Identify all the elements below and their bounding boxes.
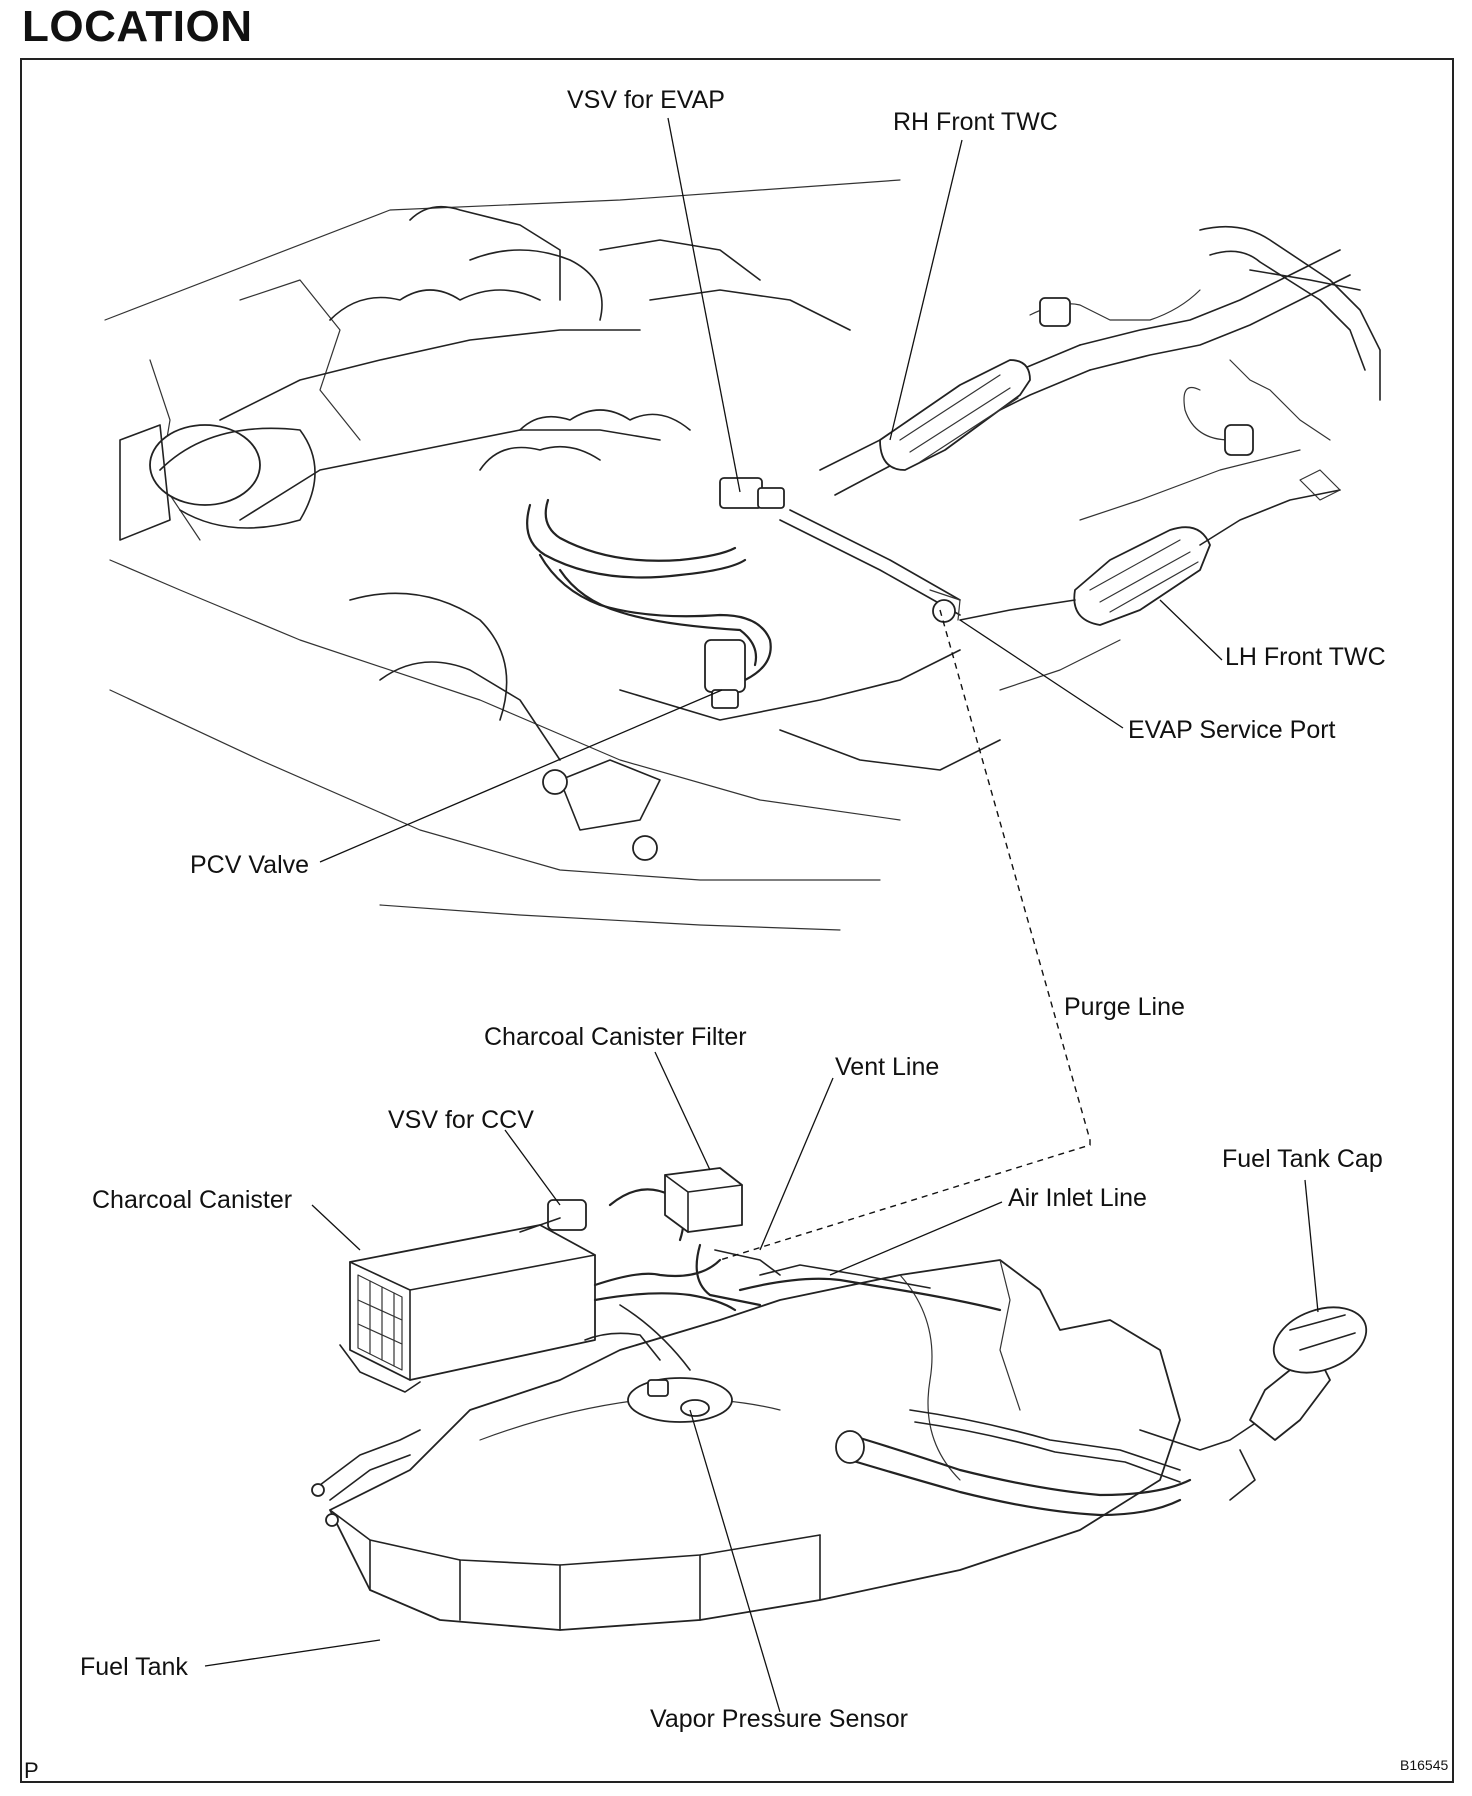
label-purge-line: Purge Line <box>1064 993 1185 1021</box>
page-title: LOCATION <box>22 2 253 51</box>
label-charcoal-canister: Charcoal Canister <box>92 1186 292 1214</box>
label-lh-front-twc: LH Front TWC <box>1225 643 1386 671</box>
label-charcoal-canister-filter: Charcoal Canister Filter <box>484 1023 747 1051</box>
callout-labels: VSV for EVAP RH Front TWC LH Front TWC E… <box>24 86 1448 1783</box>
fuel-system-drawing <box>311 1167 1368 1631</box>
figure-code: B16545 <box>1400 1757 1448 1773</box>
leader-lines <box>204 117 1319 1713</box>
label-vsv-evap: VSV for EVAP <box>567 86 725 114</box>
label-fuel-tank-cap: Fuel Tank Cap <box>1222 1145 1383 1173</box>
label-rh-front-twc: RH Front TWC <box>893 108 1058 136</box>
engine-bay-drawing <box>104 179 1381 931</box>
corner-mark: P <box>24 1758 39 1783</box>
label-fuel-tank: Fuel Tank <box>80 1653 188 1681</box>
label-air-inlet-line: Air Inlet Line <box>1008 1184 1147 1212</box>
label-vsv-ccv: VSV for CCV <box>388 1106 534 1134</box>
label-evap-service-port: EVAP Service Port <box>1128 716 1336 744</box>
label-vapor-pressure-sensor: Vapor Pressure Sensor <box>650 1705 908 1733</box>
label-pcv-valve: PCV Valve <box>190 851 309 879</box>
label-vent-line: Vent Line <box>835 1053 939 1081</box>
diagram-frame <box>20 58 1454 1783</box>
